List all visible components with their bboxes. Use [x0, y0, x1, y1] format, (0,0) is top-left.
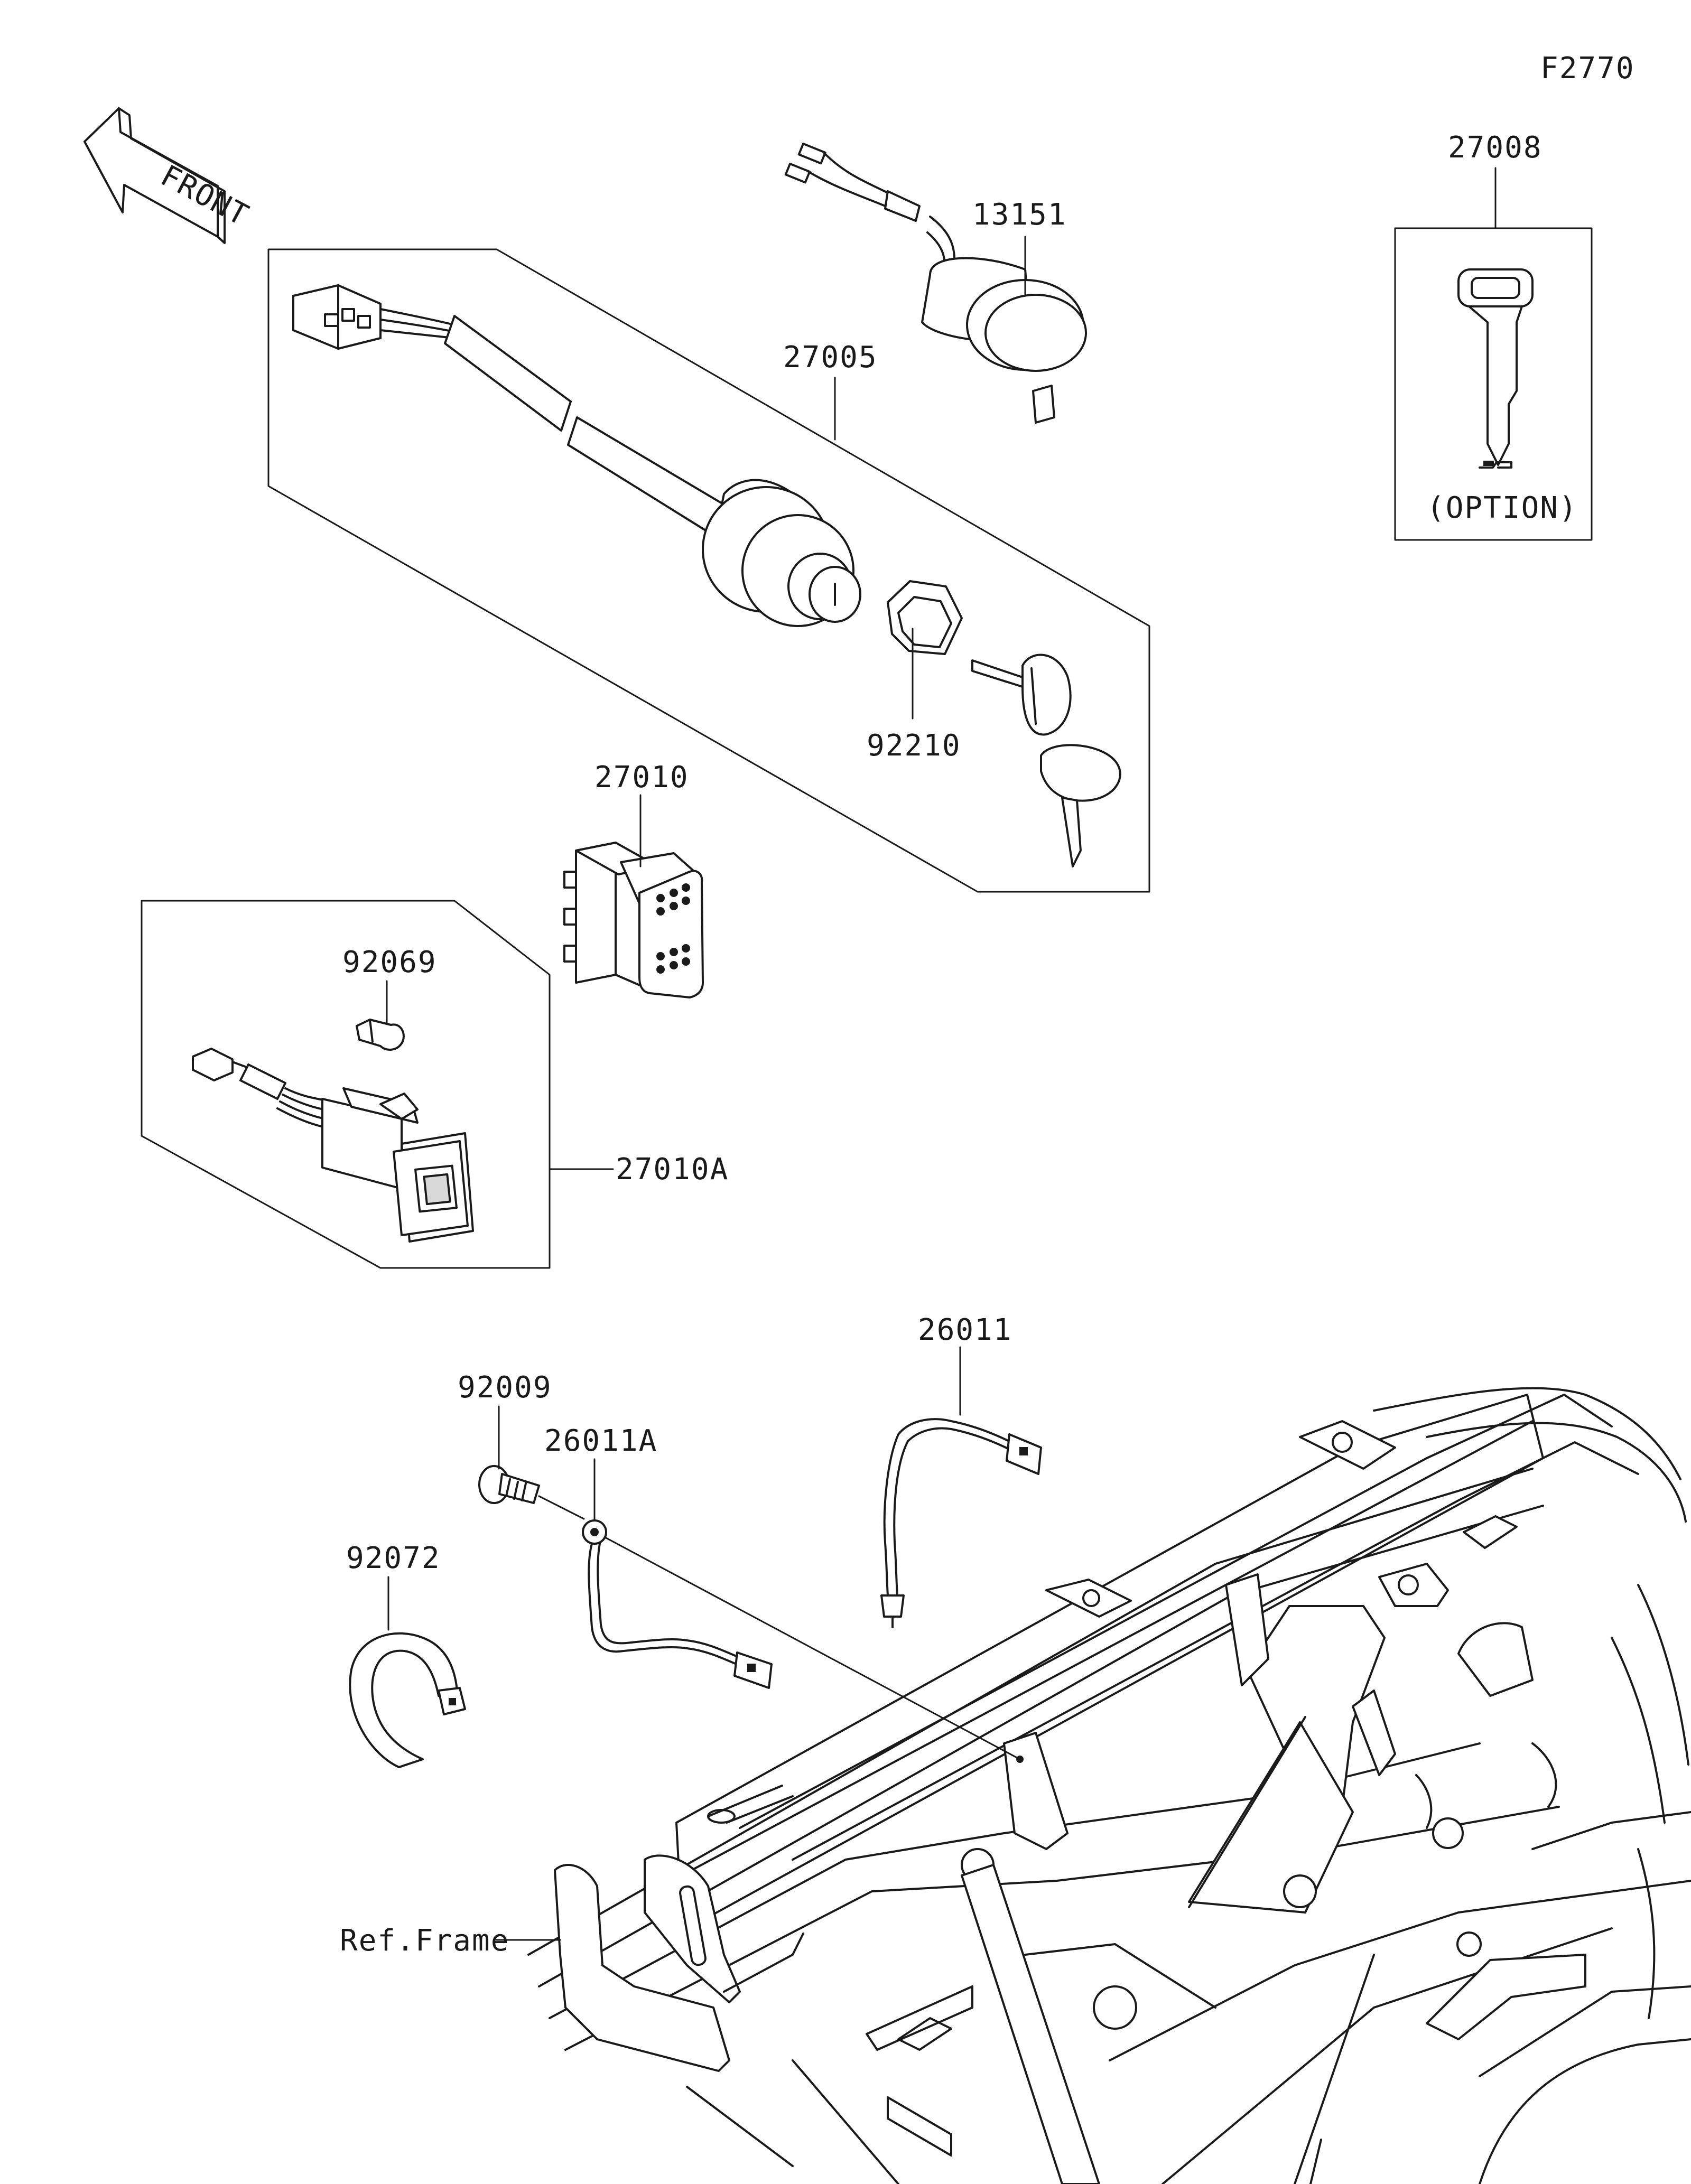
key-set-27005 [971, 654, 1121, 867]
callout-13151: 13151 [972, 198, 1067, 232]
callout-92210: 92210 [867, 729, 961, 763]
front-arrow-icon: FRONT [83, 107, 255, 244]
option-key-27008 [1457, 268, 1534, 466]
callout-27005: 27005 [783, 340, 878, 375]
diagram-id: F2770 [1540, 51, 1635, 86]
kit-outline-27005 [267, 248, 1150, 893]
bulb-92069 [356, 1019, 405, 1051]
callout-26011A: 26011A [544, 1424, 657, 1458]
ignition-harness-connector [292, 284, 456, 350]
callout-27008: 27008 [1448, 130, 1543, 165]
leader-lines [386, 167, 1497, 1941]
callout-92069: 92069 [342, 945, 437, 979]
kit-outline-27010A [141, 900, 551, 1269]
ground-harness-26011A [582, 1519, 773, 1689]
lock-nut-92210 [887, 580, 963, 655]
callout-27010A: 27010A [616, 1152, 729, 1187]
option-marker-icon [1479, 461, 1512, 469]
rocker-switch-27010 [563, 842, 704, 998]
switch-assembly-27010A [192, 1048, 474, 1243]
option-label: (OPTION) [1427, 491, 1578, 525]
screw-92009 [478, 1465, 540, 1504]
callout-27010: 27010 [594, 760, 689, 795]
callout-26011: 26011 [918, 1313, 1012, 1347]
callout-92072: 92072 [346, 1541, 441, 1575]
frame-assembly [527, 1387, 1691, 2184]
ref-frame-label: Ref.Frame [340, 1924, 509, 1958]
ignition-switch-27005 [444, 315, 861, 627]
power-socket-13151 [784, 142, 1087, 424]
cable-band-92072 [349, 1632, 466, 1768]
wire-harness-26011 [880, 1418, 1042, 1628]
callout-92009: 92009 [458, 1370, 552, 1405]
option-key-box [1394, 227, 1593, 541]
